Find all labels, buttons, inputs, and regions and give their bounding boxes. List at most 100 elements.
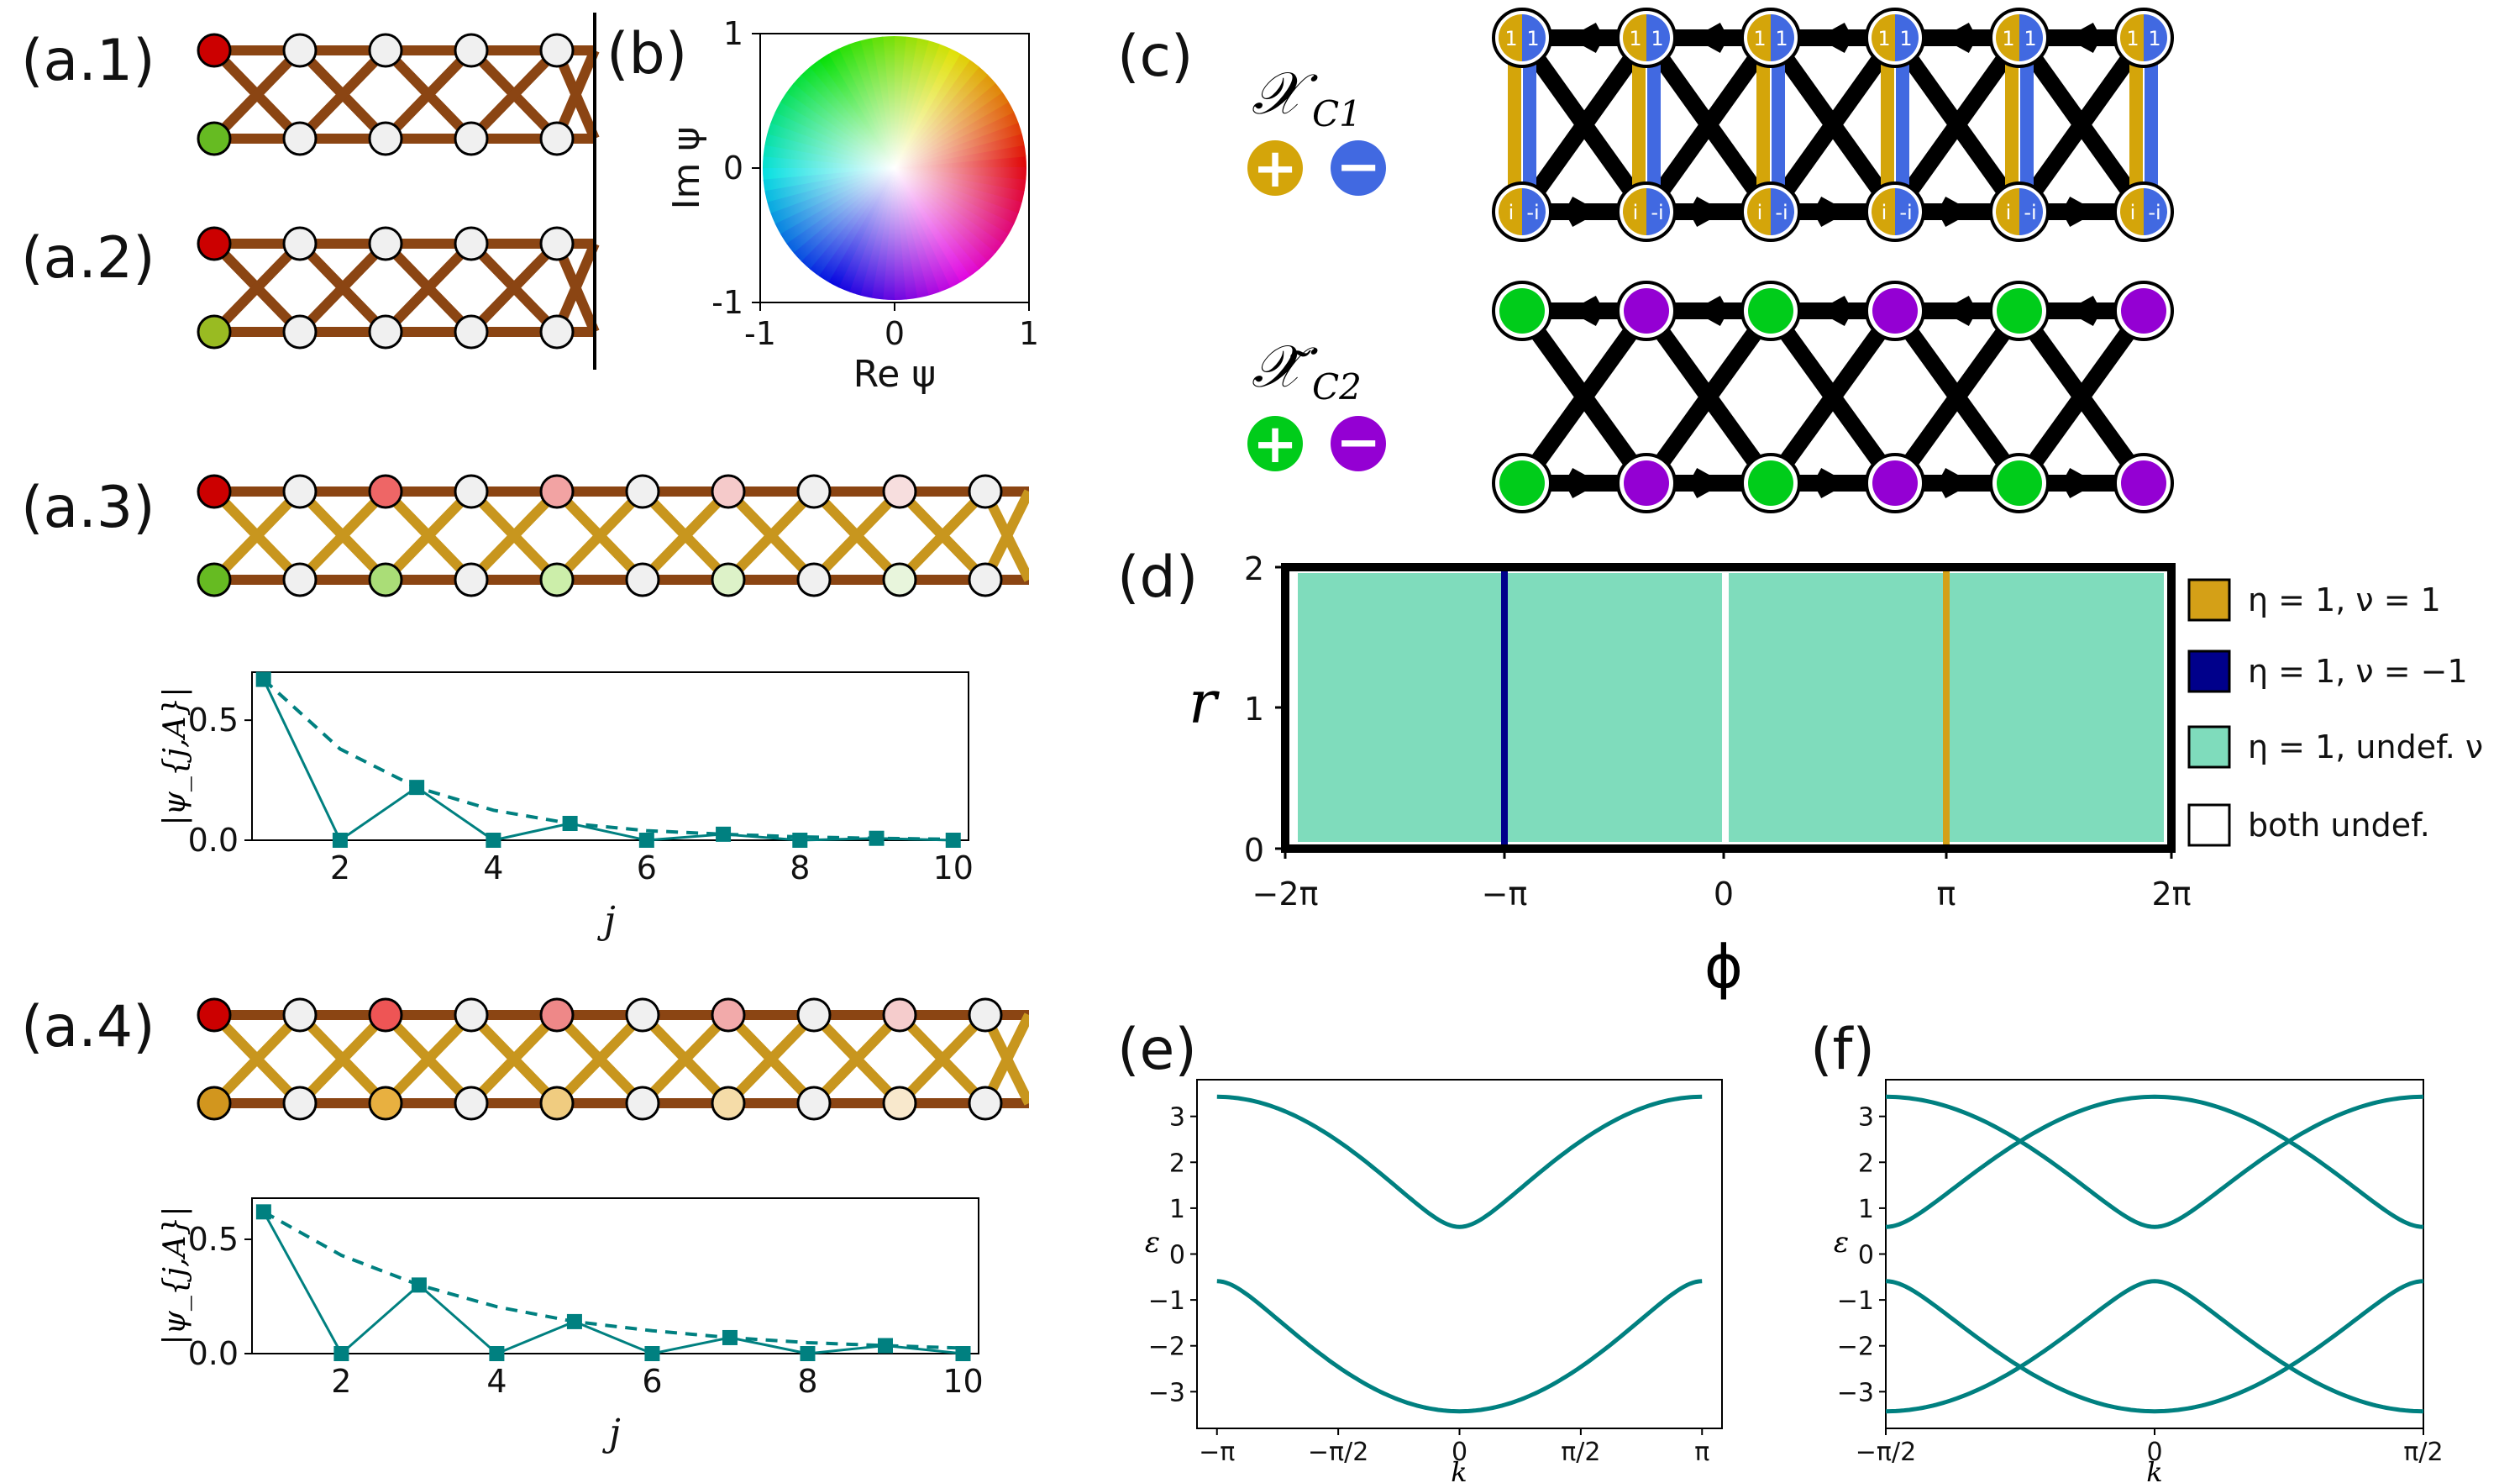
y-tick-label: 3 xyxy=(1169,1103,1185,1133)
y-tick-label: −1 xyxy=(1837,1286,1874,1316)
site-bottom xyxy=(368,1086,403,1121)
site-fill xyxy=(1499,460,1545,506)
x-tick-label: 4 xyxy=(486,1363,507,1400)
data-point xyxy=(716,826,732,842)
cross-edge xyxy=(895,487,990,584)
cross-edge xyxy=(1887,33,2027,217)
rung-bar-blue xyxy=(2020,38,2034,212)
site-top xyxy=(882,474,917,509)
site-fill xyxy=(1624,460,1669,506)
cross-edge xyxy=(810,1011,904,1107)
site-half-yellow xyxy=(1872,188,1895,235)
site-half-blue xyxy=(2019,188,2043,235)
y-axis-label: |ψ_{j,A}| xyxy=(158,1207,192,1345)
x-tick-label: −π xyxy=(1482,876,1528,912)
plot-frame xyxy=(251,671,969,841)
y-tick-label: 0 xyxy=(723,150,743,187)
arrow-icon xyxy=(1693,468,1725,498)
chirality-legend: 𝒳 C1 + − 𝒳̃ C2 + − xyxy=(1247,59,1386,476)
data-point xyxy=(486,833,501,848)
x-axis-label: Re ψ xyxy=(853,353,937,396)
site-half-yellow xyxy=(2120,188,2144,235)
cross-edge xyxy=(553,487,647,584)
cross-edge xyxy=(296,487,390,584)
y-tick-label: −3 xyxy=(1837,1378,1874,1407)
cross-edge xyxy=(638,1011,732,1107)
site-weight-label: -i xyxy=(1526,201,1539,224)
y-tick-label: −1 xyxy=(1148,1286,1185,1316)
x-axis-label: j xyxy=(601,1412,621,1454)
site-bottom xyxy=(454,314,489,350)
data-point xyxy=(945,833,961,848)
band-curve xyxy=(1216,1094,1703,1229)
y-tick-label: 0.5 xyxy=(188,702,239,739)
cross-edge xyxy=(296,46,390,143)
site-fill xyxy=(1748,288,1793,334)
site-top xyxy=(197,226,232,261)
phase-region-left xyxy=(1298,573,1722,842)
rung-bar-yellow xyxy=(1632,38,1646,212)
site-half-blue xyxy=(1646,14,1670,61)
x-tick-label: 10 xyxy=(933,849,974,886)
arrow-icon xyxy=(1568,468,1600,498)
site-top xyxy=(796,997,832,1033)
site-bottom xyxy=(368,121,403,156)
site-fill xyxy=(1872,460,1918,506)
site-top xyxy=(796,474,832,509)
x-tick-label: 1 xyxy=(1019,315,1039,352)
band-curve xyxy=(1885,1094,2424,1229)
cross-edge xyxy=(638,487,732,584)
site-weight-label: i xyxy=(1757,201,1763,224)
plot-frame xyxy=(1885,1079,2424,1429)
site-top xyxy=(882,997,917,1033)
site-bottom xyxy=(368,314,403,350)
x-tick-label: π xyxy=(1694,1438,1709,1467)
site-top xyxy=(539,474,575,509)
y-tick-label: 0 xyxy=(1244,832,1264,869)
cross-edge xyxy=(210,239,304,336)
site-weight-label: i xyxy=(1509,201,1515,224)
chi-c1-symbol: 𝒳 xyxy=(1252,59,1318,128)
panel-label-a3: (a.3) xyxy=(21,475,155,541)
x-tick-label: 8 xyxy=(790,849,810,886)
cross-edge xyxy=(210,1011,304,1107)
cross-edge xyxy=(467,1011,561,1107)
x-tick-label: 2 xyxy=(330,849,350,886)
plot-frame xyxy=(1196,1079,1723,1429)
cross-edge xyxy=(296,1011,390,1107)
data-point xyxy=(638,833,654,848)
plot-frame xyxy=(251,1197,979,1354)
arrow-icon xyxy=(1568,197,1600,227)
site-weight-label: i xyxy=(2006,201,2012,224)
site-bottom xyxy=(197,314,232,350)
amplitude-line xyxy=(262,678,953,843)
site-half-blue xyxy=(1895,188,1919,235)
band-curve xyxy=(1885,1279,2424,1414)
x-axis-label: ϕ xyxy=(1704,933,1743,1002)
data-point xyxy=(722,1329,738,1345)
y-tick-label: -1 xyxy=(711,284,743,321)
site-half-yellow xyxy=(1872,14,1895,61)
y-tick-label: 0.0 xyxy=(188,822,239,859)
site-weight-label: 1 xyxy=(2002,27,2014,50)
x-tick-label: π/2 xyxy=(2403,1438,2443,1467)
site-top xyxy=(539,33,575,68)
x-tick-label: 0 xyxy=(2146,1438,2162,1467)
site-top xyxy=(282,226,318,261)
legend-swatch xyxy=(2187,725,2231,769)
site-half-blue xyxy=(2019,14,2043,61)
rung-bar-yellow xyxy=(1881,38,1894,212)
site-top xyxy=(711,997,746,1033)
site-half-blue xyxy=(2144,188,2167,235)
site-weight-label: 1 xyxy=(2148,27,2160,50)
band-curve xyxy=(1885,1279,2424,1414)
panel-label-e: (e) xyxy=(1117,1017,1197,1083)
arrow-icon xyxy=(1941,296,1973,326)
y-tick-label: 0 xyxy=(1858,1241,1874,1270)
panel-label-b: (b) xyxy=(606,21,687,87)
arrow-icon xyxy=(1817,23,1849,53)
y-tick-label: −3 xyxy=(1148,1378,1185,1407)
